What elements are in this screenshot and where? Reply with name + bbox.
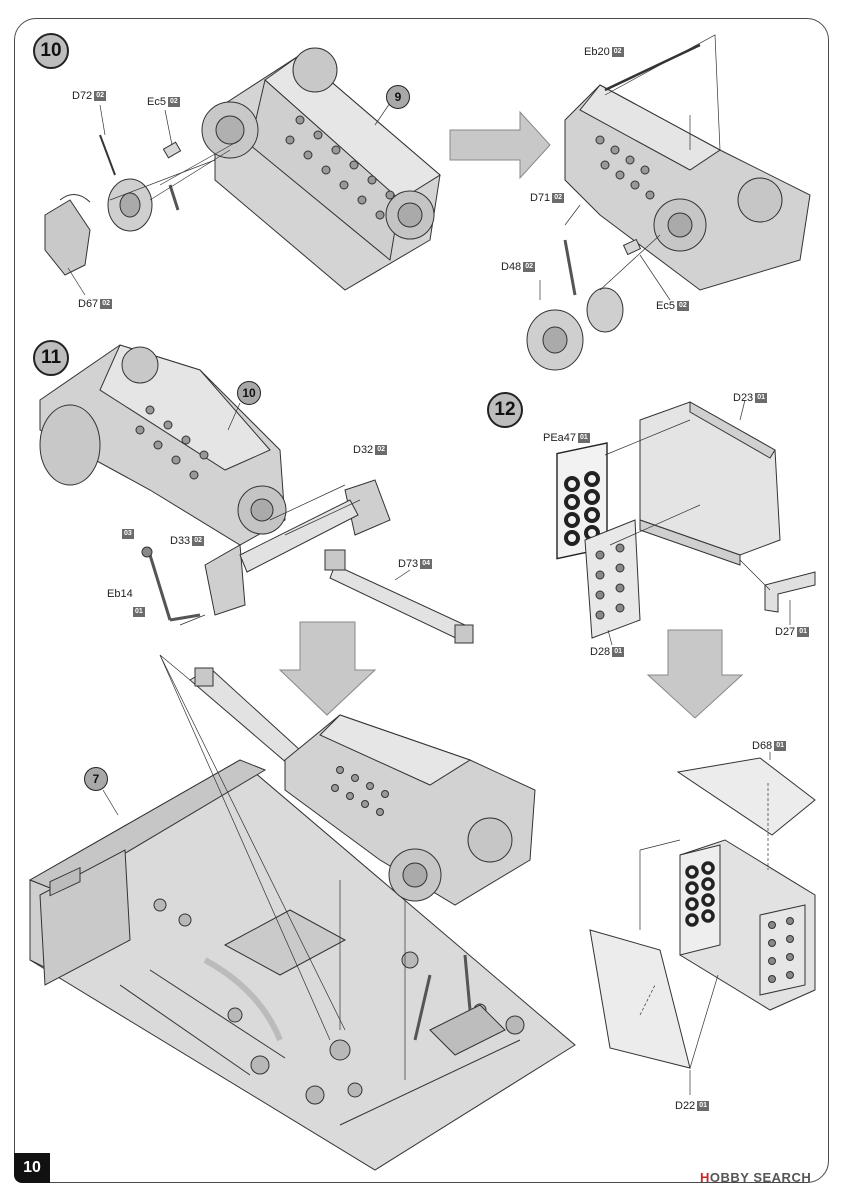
sprue-tag: 01 (697, 1101, 709, 1111)
ref-step-7: 7 (84, 767, 108, 791)
sprue-tag: 02 (167, 97, 180, 107)
sprue-tag-eb14-top: 03 (122, 529, 134, 539)
sprue-tag: 02 (94, 91, 106, 101)
sprue-tag: 04 (420, 559, 432, 569)
part-name: D67 (78, 298, 99, 310)
page-frame (14, 18, 829, 1183)
sprue-tag: 01 (755, 393, 767, 403)
part-name: D68 (752, 740, 773, 752)
sprue-tag: 01 (578, 433, 590, 443)
part-name: D73 (398, 558, 419, 570)
step11-driveshaft (141, 479, 474, 644)
part-name: Eb14 (107, 588, 133, 600)
part-label-eb14: Eb14 (107, 588, 133, 600)
hull-leader-lines (102, 654, 406, 1080)
part-name: Ec5 (656, 300, 675, 312)
ref-step-9: 9 (386, 85, 410, 109)
part-name: D33 (170, 535, 191, 547)
step-number-12: 12 (487, 392, 523, 428)
brand-prefix: H (700, 1170, 710, 1185)
step12-assembled-box (589, 757, 816, 1069)
brand-watermark: HOBBY SEARCH (700, 1170, 811, 1185)
part-name: D23 (733, 392, 754, 404)
sprue-tag: 02 (611, 47, 624, 57)
part-name: D48 (501, 261, 522, 273)
sprue-tag: 01 (797, 627, 809, 637)
part-name: D22 (675, 1100, 696, 1112)
step10-leader-lines (67, 102, 391, 296)
step10-brake-parts (44, 134, 182, 276)
hull-installed-engine (189, 667, 536, 906)
step10-assembled-engine (526, 43, 811, 371)
sprue-tag: 02 (552, 193, 564, 203)
part-name: D72 (72, 90, 93, 102)
page-number: 10 (14, 1153, 50, 1183)
sprue-tag: 02 (676, 301, 689, 311)
step12-leader-lines (604, 399, 791, 646)
sprue-tag-eb14-bottom: 01 (133, 607, 145, 617)
step10-engine (201, 47, 441, 291)
part-name: D27 (775, 626, 796, 638)
part-name: PEa47 (543, 432, 577, 444)
step11-engine (39, 344, 287, 546)
arrow-right-icon (449, 110, 551, 180)
ref-step-10: 10 (237, 381, 261, 405)
sprue-tag: 01 (774, 741, 786, 751)
step12-box-parts (556, 401, 816, 639)
part-name: D32 (353, 444, 374, 456)
sprue-tag: 02 (523, 262, 535, 272)
sprue-tag: 02 (192, 536, 204, 546)
sprue-tag: 01 (612, 647, 624, 657)
part-name: Ec5 (147, 96, 166, 108)
part-name: Eb20 (584, 46, 610, 58)
step12b-leader-lines (639, 752, 771, 1095)
arrow-down-icon (278, 621, 377, 716)
part-name: D71 (530, 192, 551, 204)
arrow-down-icon-right (646, 629, 744, 719)
step10b-leader-lines (539, 34, 721, 301)
step11-leader-lines (179, 402, 411, 626)
step-number-11: 11 (33, 340, 69, 376)
brand-rest: OBBY SEARCH (709, 1170, 812, 1185)
step-number-10: 10 (33, 33, 69, 69)
sprue-tag: 02 (375, 445, 387, 455)
sprue-tag: 02 (100, 299, 112, 309)
hull-assembly (28, 759, 576, 1171)
part-name: D28 (590, 646, 611, 658)
